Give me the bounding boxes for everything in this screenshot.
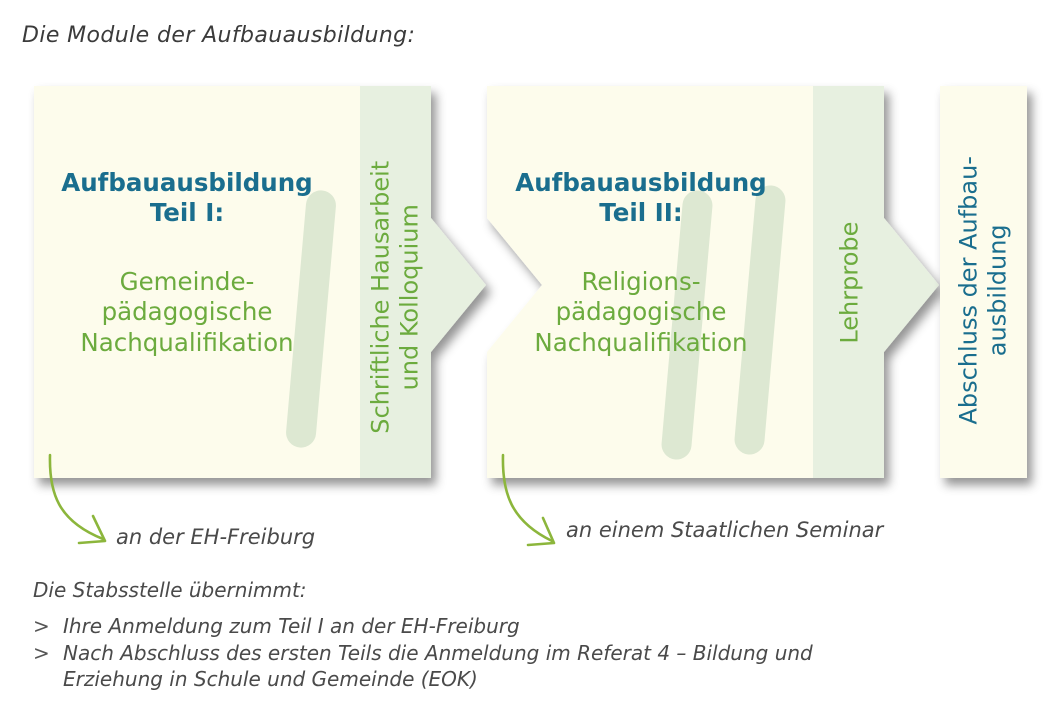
footer-lead: Die Stabsstelle übernimmt:: [33, 578, 307, 602]
footer-list-item-1: > Ihre Anmeldung zum Teil I an der EH-Fr…: [33, 613, 1023, 639]
annotation-label-2: an einem Staatlichen Seminar: [566, 518, 884, 542]
final-box: [940, 86, 1027, 478]
gate-lehrprobe-label: Lehrprobe: [835, 221, 864, 344]
final-box-label: Abschluss der Aufbau- ausbildung: [954, 156, 1012, 425]
module-1-text: Aufbauausbildung Teil I: Gemeinde- pädag…: [42, 168, 332, 358]
final-box-group: [940, 86, 1027, 478]
module-1-title: Aufbauausbildung Teil I:: [61, 168, 313, 228]
annotation-arrow-2: [501, 453, 556, 547]
stage-two-group: [487, 86, 939, 478]
gate-hausarbeit-label: Schriftliche Hausarbeit und Kolloquium: [366, 160, 424, 434]
module-2-watermark-II: [661, 185, 786, 460]
module-2-title: Aufbauausbildung Teil II:: [515, 168, 767, 228]
annotation-arrow-1: [48, 453, 107, 545]
annotation-label-1: an der EH-Freiburg: [116, 525, 316, 549]
gate-hausarbeit-panel: [360, 86, 486, 478]
module-2-text: Aufbauausbildung Teil II: Religions- päd…: [496, 168, 786, 358]
page-title: Die Module der Aufbauausbildung:: [22, 23, 416, 48]
module-1-watermark-I: [286, 190, 336, 448]
module-2-box: [487, 86, 813, 478]
bullet-marker-icon: >: [33, 641, 50, 665]
footer-item-2-text: Nach Abschluss des ersten Teils die Anme…: [63, 641, 813, 691]
gate-lehrprobe-panel: [813, 86, 939, 478]
footer-item-1-text: Ihre Anmeldung zum Teil I an der EH-Frei…: [63, 614, 520, 638]
bullet-marker-icon: >: [33, 614, 50, 638]
module-2-subtitle: Religions- pädagogische Nachqualifikatio…: [534, 266, 748, 357]
footer-block: Die Stabsstelle übernimmt: > Ihre Anmeld…: [33, 578, 1023, 693]
module-1-subtitle: Gemeinde- pädagogische Nachqualifikation: [80, 266, 294, 357]
footer-list-item-2: > Nach Abschluss des ersten Teils die An…: [33, 640, 1023, 692]
